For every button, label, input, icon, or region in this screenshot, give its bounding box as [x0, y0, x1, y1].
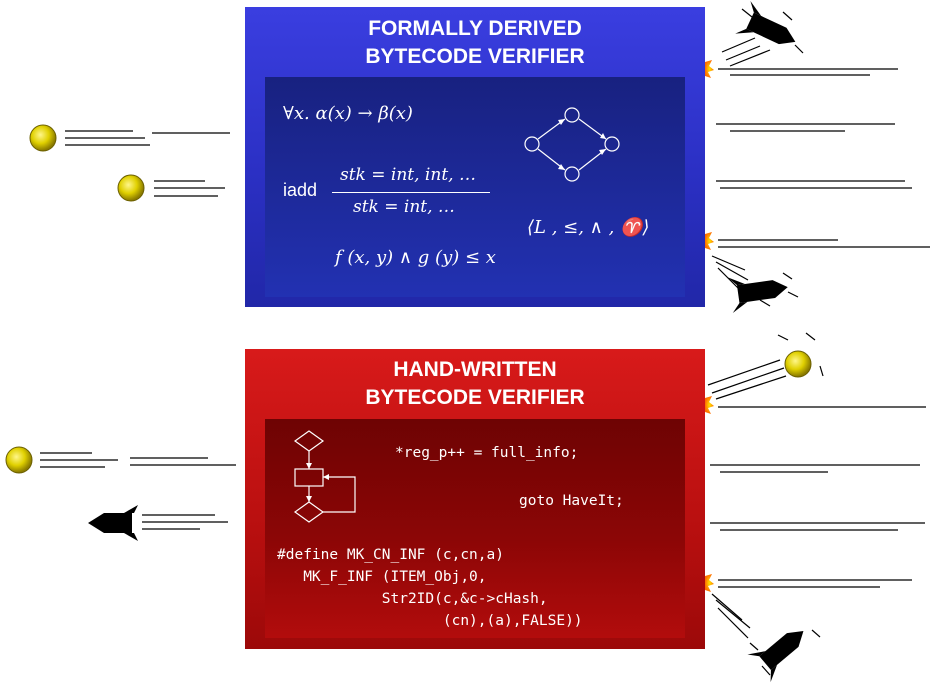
formal-verifier-panel: FORMALLY DERIVED BYTECODE VERIFIER ∀x. α… [245, 7, 705, 307]
deflected-rocket-bottom-right [711, 593, 821, 683]
deflected-ball-right [707, 332, 824, 400]
yellow-ball-icon [117, 174, 145, 202]
yellow-ball-icon [29, 124, 57, 152]
impact-3 [705, 396, 926, 414]
speed-lines [65, 130, 230, 146]
incoming-ball-2 [117, 174, 225, 202]
impact-flash-icon [705, 574, 714, 592]
code-line-goto: goto HaveIt; [519, 493, 624, 509]
speed-lines [711, 593, 821, 676]
iadd-instruction: iadd [283, 180, 318, 200]
incoming-rocket-left [88, 505, 228, 541]
deflection-lines-2 [716, 123, 912, 189]
deflected-rocket-top [721, 1, 804, 67]
define-line-4: (cn),(a),FALSE)) [277, 613, 583, 629]
handwritten-title-line2: BYTECODE VERIFIER [365, 386, 585, 409]
handwritten-verifier-panel: HAND-WRITTEN BYTECODE VERIFIER *reg_p++ … [245, 349, 705, 649]
impact-4 [705, 574, 912, 592]
rule-premise: stk = int, int, … [340, 165, 476, 185]
speed-lines [707, 332, 824, 400]
lattice-tuple: ⟨L , ≤, ∧ , ♈⟩ [527, 217, 650, 238]
code-line-assign: *reg_p++ = full_info; [395, 445, 579, 461]
define-line-3: Str2ID(c,&c->cHash, [277, 591, 548, 607]
speed-lines [142, 514, 228, 530]
impact-flash-icon [705, 396, 714, 414]
speed-lines [40, 452, 236, 468]
speed-lines [154, 180, 225, 197]
forall-formula: ∀x. α(x) → β(x) [283, 103, 413, 124]
handwritten-content-box: *reg_p++ = full_info; goto HaveIt; #defi… [265, 419, 685, 638]
impact-1 [705, 60, 898, 78]
impact-2 [705, 232, 930, 250]
rocket-icon [735, 1, 796, 45]
define-line-2: MK_F_INF (ITEM_Obj,0, [277, 569, 487, 585]
impact-flash-icon [705, 232, 714, 250]
incoming-ball-1 [29, 124, 230, 152]
deflected-rocket-bottom [711, 255, 799, 314]
formal-content-box: ∀x. α(x) → β(x) iadd stk = int, int, … s… [265, 77, 685, 297]
impact-flash-icon [705, 60, 714, 78]
rule-bar [332, 192, 490, 193]
rule-conclusion: stk = int, … [353, 197, 455, 217]
yellow-ball-icon [784, 350, 812, 378]
formal-title-line1: FORMALLY DERIVED [368, 17, 582, 40]
deflection-lines-4 [710, 464, 925, 531]
inequality-formula: f (x, y) ∧ g (y) ≤ x [335, 247, 496, 268]
speed-lines [721, 8, 804, 67]
handwritten-title-line1: HAND-WRITTEN [393, 358, 557, 381]
flowchart-icon [293, 430, 356, 523]
define-line-1: #define MK_CN_INF (c,cn,a) [277, 547, 504, 563]
rocket-icon [727, 277, 788, 314]
state-graph-icon [524, 107, 620, 182]
rocket-icon [88, 505, 138, 541]
yellow-ball-icon [5, 446, 33, 474]
speed-lines [711, 255, 799, 307]
formal-title-line2: BYTECODE VERIFIER [365, 45, 585, 68]
incoming-ball-3 [5, 446, 236, 474]
